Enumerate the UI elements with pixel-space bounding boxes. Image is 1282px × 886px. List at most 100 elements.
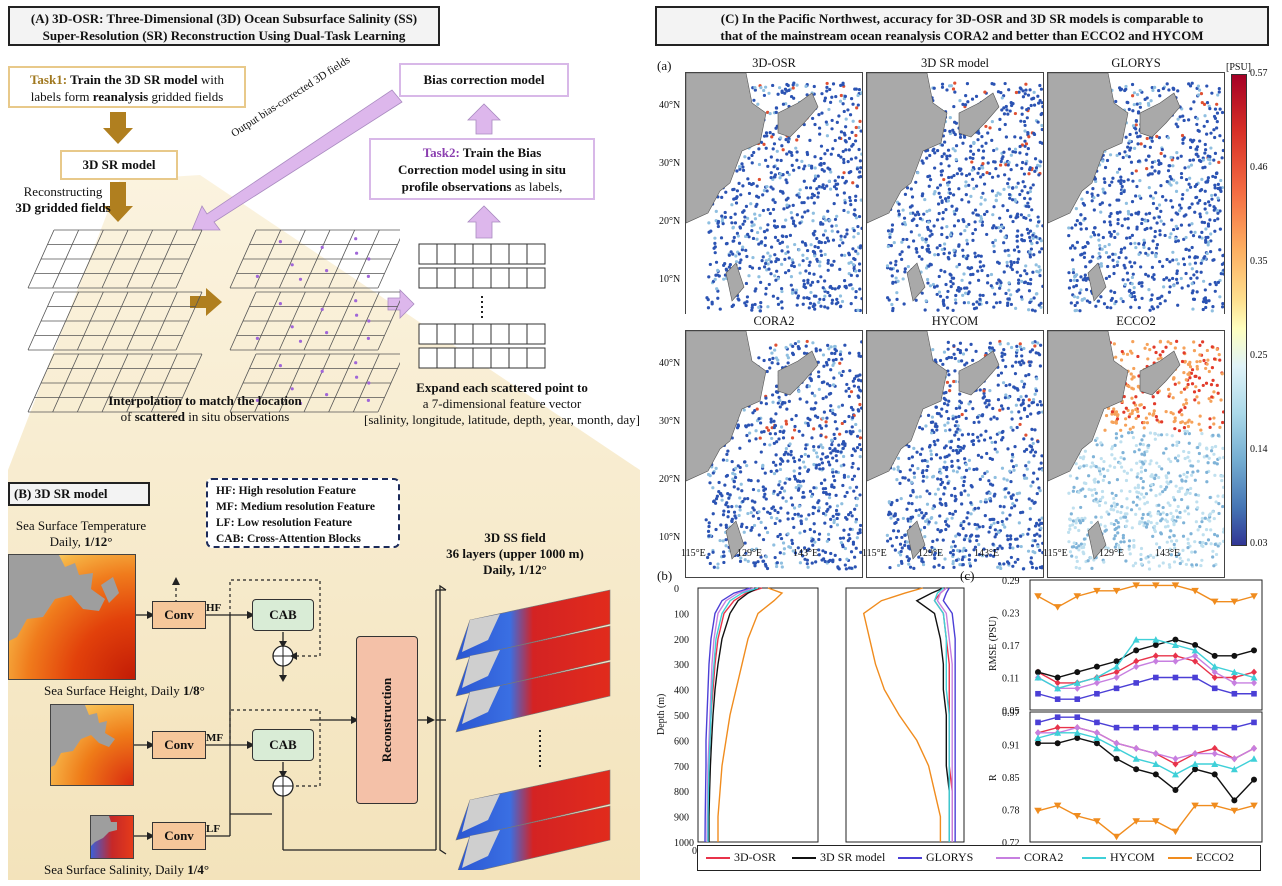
obs-point <box>977 439 981 443</box>
obs-point <box>834 357 838 362</box>
obs-point <box>926 244 930 248</box>
obs-point <box>967 558 971 562</box>
obs-point <box>837 114 841 118</box>
obs-point <box>1134 123 1138 127</box>
obs-point <box>964 409 968 413</box>
obs-point <box>1208 282 1212 286</box>
obs-point <box>1039 343 1043 347</box>
obs-point <box>1143 219 1147 223</box>
obs-point <box>1205 119 1209 124</box>
obs-point <box>858 493 862 497</box>
obs-point <box>940 143 944 147</box>
obs-point <box>805 339 809 344</box>
obs-point <box>856 93 860 98</box>
obs-point <box>1158 492 1162 496</box>
obs-point <box>745 433 749 438</box>
obs-point <box>738 266 742 271</box>
obs-point <box>757 305 761 309</box>
obs-point <box>839 304 843 308</box>
obs-point <box>1115 153 1119 157</box>
obs-point <box>984 429 988 433</box>
obs-point <box>1027 497 1031 501</box>
obs-point <box>949 284 953 289</box>
land <box>777 350 819 396</box>
obs-point <box>751 182 755 186</box>
obs-point <box>712 499 716 503</box>
salinity-layer <box>455 589 611 661</box>
obs-point <box>932 553 937 557</box>
obs-point <box>749 478 753 483</box>
obs-point <box>894 276 898 280</box>
obs-point <box>790 263 794 268</box>
obs-point <box>784 419 788 423</box>
obs-point <box>1030 565 1035 570</box>
obs-point <box>857 214 862 219</box>
obs-point <box>979 254 983 258</box>
obs-point <box>797 165 801 170</box>
obs-point <box>805 400 809 404</box>
obs-point <box>741 165 745 169</box>
obs-point <box>1169 511 1173 515</box>
obs-point <box>719 523 723 527</box>
obs-point <box>1109 507 1113 511</box>
obs-point <box>1021 180 1025 184</box>
obs-point <box>991 226 995 230</box>
obs-point <box>1010 198 1015 202</box>
obs-point <box>1040 123 1043 128</box>
conv-lf: Conv <box>152 822 206 850</box>
obs-point <box>952 565 956 569</box>
obs-point <box>992 521 996 525</box>
obs-point <box>839 541 843 545</box>
obs-point <box>1187 182 1191 186</box>
obs-point <box>988 436 993 440</box>
obs-point <box>1205 454 1209 458</box>
obs-point <box>811 219 815 223</box>
obs-point <box>1033 524 1038 528</box>
obs-point <box>1137 210 1141 214</box>
obs-point <box>1145 421 1150 425</box>
obs-point <box>947 187 951 191</box>
obs-point <box>924 511 928 516</box>
obs-point <box>943 455 947 459</box>
obs-point <box>971 231 975 236</box>
obs-point <box>738 167 742 171</box>
obs-point <box>828 446 832 451</box>
obs-point <box>934 405 938 409</box>
obs-point <box>1112 264 1116 269</box>
reconstruction-block: Reconstruction <box>356 636 418 804</box>
obs-point <box>1179 408 1183 412</box>
obs-point <box>1000 225 1004 229</box>
obs-point <box>997 562 1002 566</box>
obs-point <box>928 492 932 496</box>
obs-point <box>825 89 829 93</box>
obs-point <box>987 530 991 534</box>
obs-point <box>750 499 754 503</box>
obs-point <box>1218 295 1222 299</box>
obs-point <box>1009 168 1013 172</box>
obs-point <box>762 265 767 269</box>
obs-point <box>1129 213 1134 217</box>
obs-point <box>851 542 856 546</box>
obs-point <box>1134 118 1138 123</box>
obs-point <box>1126 226 1130 230</box>
obs-point <box>1196 84 1201 88</box>
obs-point <box>920 159 924 163</box>
obs-point <box>926 281 930 285</box>
obs-point <box>834 508 839 513</box>
obs-point <box>910 455 914 459</box>
obs-point <box>961 549 965 553</box>
obs-point <box>842 463 846 467</box>
obs-point <box>1125 271 1130 275</box>
obs-point <box>816 191 821 195</box>
obs-point <box>998 544 1002 548</box>
obs-point <box>1170 205 1175 209</box>
obs-point <box>841 440 846 444</box>
obs-point <box>1132 286 1136 290</box>
obs-point <box>822 215 826 219</box>
obs-point <box>784 499 788 503</box>
obs-point <box>716 289 720 293</box>
obs-point <box>1123 246 1127 250</box>
obs-point <box>1137 448 1141 452</box>
vector-cell <box>490 347 510 369</box>
ssh-map <box>50 704 134 786</box>
